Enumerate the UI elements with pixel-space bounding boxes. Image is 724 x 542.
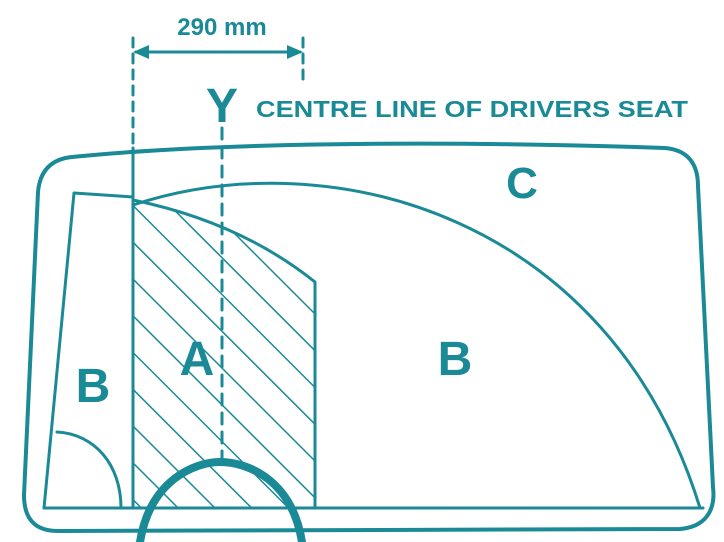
dimension-arrowhead-left — [133, 45, 149, 59]
zone-b-right-label: B — [438, 333, 473, 386]
dimension-label: 290 mm — [177, 14, 266, 41]
zone-b-left-label: B — [76, 360, 111, 413]
windscreen-outline — [22, 141, 716, 533]
dimension-arrowhead-right — [287, 45, 303, 59]
zone-c-label: C — [506, 159, 538, 208]
zone-a-outline — [131, 198, 317, 510]
centre-line-letter: Y — [206, 80, 238, 133]
centre-line-caption: CENTRE LINE OF DRIVERS SEAT — [256, 96, 688, 122]
corner-arc — [55, 430, 123, 510]
steering-wheel-arc — [136, 458, 306, 542]
zone-b-left-boundary — [42, 191, 135, 510]
zone-a-label: A — [180, 333, 215, 386]
